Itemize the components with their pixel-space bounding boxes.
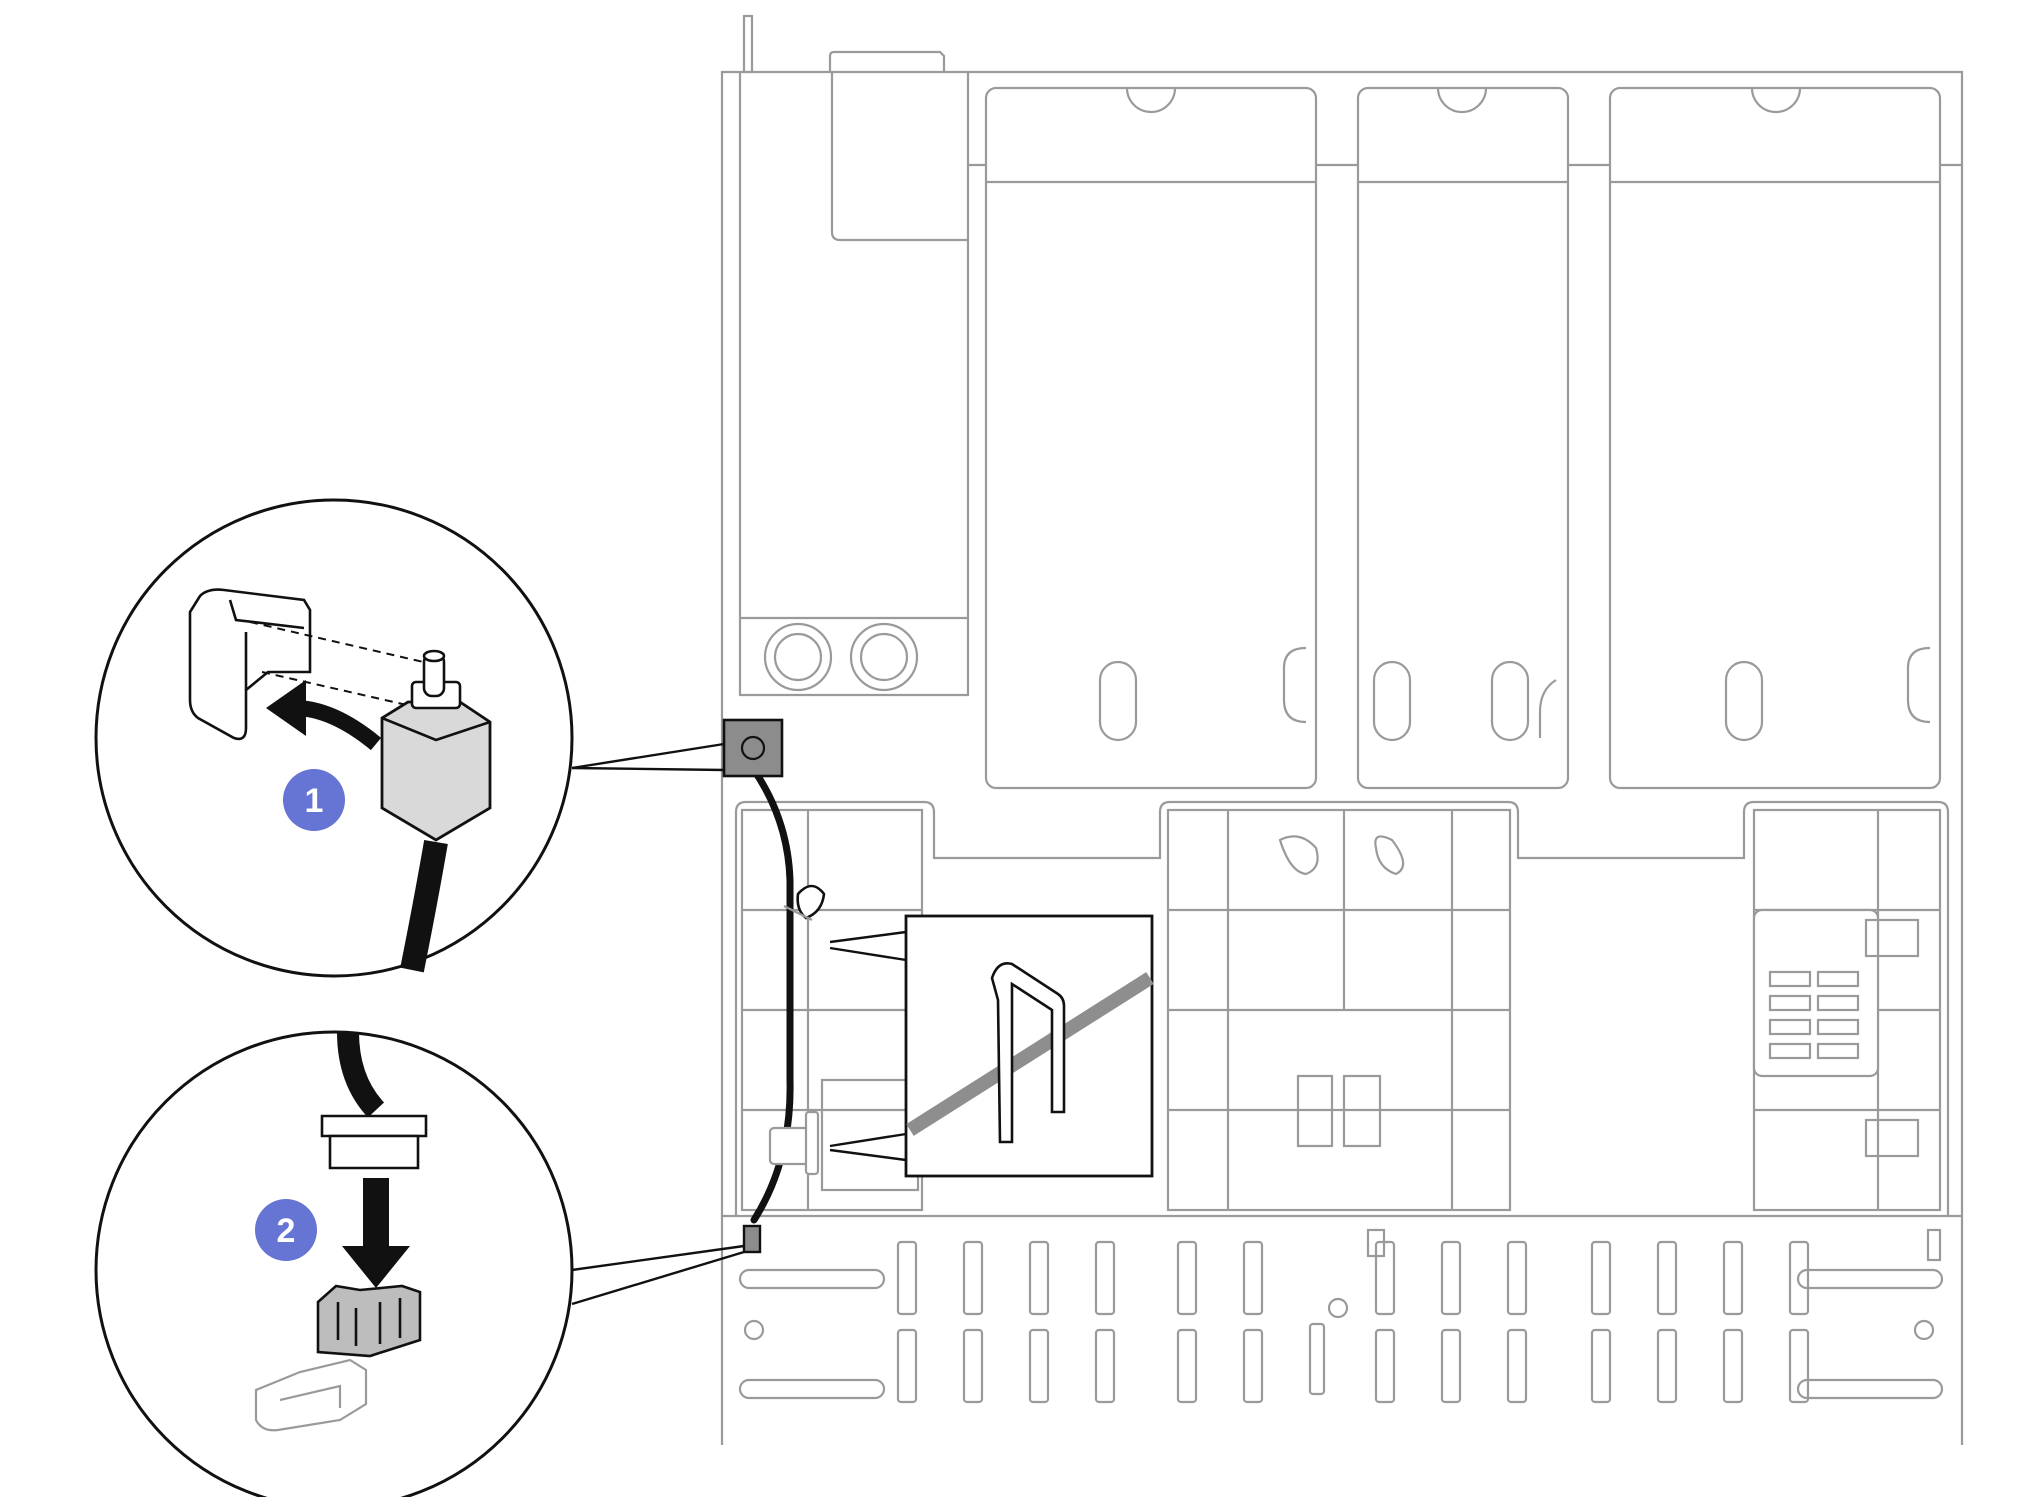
callout-line-1	[571, 742, 725, 770]
board-slot	[896, 1328, 918, 1404]
board-slot	[1656, 1328, 1678, 1404]
board-slot	[1242, 1328, 1264, 1404]
step-2-badge	[255, 1199, 317, 1261]
board-slot	[1788, 1328, 1810, 1404]
switch-bracket	[188, 588, 312, 741]
step-1-badge	[283, 769, 345, 831]
air-baffle	[734, 800, 1950, 1216]
board-slot	[1590, 1328, 1612, 1404]
board-slot	[1028, 1240, 1050, 1316]
board-slot	[1094, 1240, 1116, 1316]
board-slot	[962, 1240, 984, 1316]
callout-line-2	[571, 1244, 745, 1272]
board-latch	[254, 1358, 368, 1432]
cable-clip-icon	[796, 884, 826, 920]
connector-icon	[316, 1284, 422, 1358]
board-connector-location	[742, 1224, 762, 1254]
board-slot	[1506, 1328, 1528, 1404]
board-slot	[1506, 1240, 1528, 1316]
board-slot	[1722, 1328, 1744, 1404]
system-board	[722, 1214, 1962, 1404]
cable-route	[750, 766, 826, 1224]
board-slot	[1440, 1328, 1462, 1404]
callout-switch-install: 1	[94, 498, 574, 978]
board-slot	[1590, 1240, 1612, 1316]
drive-bay-2	[1356, 86, 1570, 790]
board-slot	[1176, 1328, 1198, 1404]
step-2-number: 2	[277, 1212, 296, 1250]
board-slot	[1374, 1328, 1396, 1404]
clip-detail-inset	[829, 914, 1154, 1178]
drive-bay-1	[984, 86, 1318, 790]
board-slot	[1722, 1240, 1744, 1316]
board-slot	[1242, 1240, 1264, 1316]
board-slot	[1440, 1240, 1462, 1316]
step-1-number: 1	[305, 782, 324, 820]
board-slot	[896, 1240, 918, 1316]
board-slot	[1788, 1240, 1810, 1316]
board-slot	[1656, 1240, 1678, 1316]
cable-plug	[320, 1114, 428, 1138]
board-slot	[962, 1328, 984, 1404]
cable-clip-icon	[768, 1126, 812, 1166]
drive-bay-3	[1608, 86, 1942, 790]
board-slot	[1176, 1240, 1198, 1316]
intrusion-switch-location	[722, 718, 784, 778]
board-slot	[1308, 1322, 1326, 1396]
board-slot	[1374, 1240, 1396, 1316]
callout-cable-connect: 2	[94, 1030, 574, 1497]
board-slot	[1094, 1328, 1116, 1404]
board-slot	[1028, 1328, 1050, 1404]
